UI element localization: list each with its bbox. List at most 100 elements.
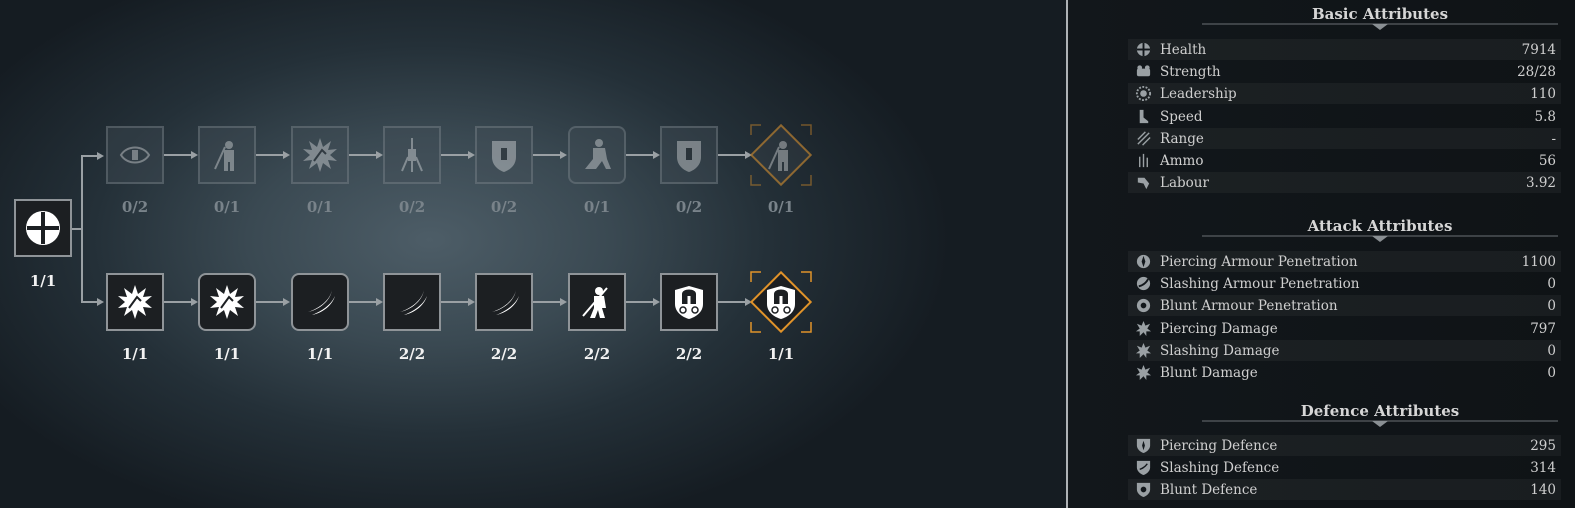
blunt-defence-icon [1131, 481, 1155, 499]
connector [164, 301, 191, 303]
top-skill-count-3: 0/1 [306, 198, 334, 216]
bottom-skill-node-7[interactable] [660, 273, 718, 331]
connector [256, 154, 283, 156]
attribute-label: Slashing Damage [1160, 342, 1280, 359]
attributes-panel [1068, 0, 1575, 508]
labour-icon [1131, 174, 1155, 192]
arrow-icon [376, 151, 383, 159]
health-icon [1131, 41, 1155, 59]
top-skill-node-1[interactable] [106, 126, 164, 184]
slash-icon [492, 290, 519, 315]
top-skill-node-2[interactable] [198, 126, 256, 184]
attribute-label: Piercing Defence [1160, 437, 1278, 454]
piercing-damage-icon [1131, 320, 1155, 338]
arrow-icon [283, 151, 290, 159]
top-skill-count-1: 0/2 [121, 198, 149, 216]
top-skill-node-5[interactable] [475, 126, 533, 184]
top-skill-node-8[interactable] [749, 123, 813, 187]
attribute-label: Ammo [1160, 152, 1204, 169]
section-divider [1202, 235, 1558, 242]
basic-attribute-row: Speed 5.8 [1128, 106, 1561, 127]
arrow-icon [97, 298, 104, 306]
attribute-label: Piercing Armour Penetration [1160, 253, 1358, 270]
top-skill-node-7[interactable] [660, 126, 718, 184]
attribute-value: 0 [1547, 297, 1556, 314]
attribute-value: - [1551, 130, 1556, 147]
attribute-value: 56 [1538, 152, 1556, 169]
ammo-icon [1131, 152, 1155, 170]
bottom-skill-node-5[interactable] [475, 273, 533, 331]
bottom-skill-node-6[interactable] [568, 273, 626, 331]
bottom-skill-count-7: 2/2 [675, 345, 703, 363]
bottom-skill-count-5: 2/2 [490, 345, 518, 363]
root-skill-count: 1/1 [29, 272, 57, 290]
bottom-skill-node-2[interactable] [198, 273, 256, 331]
bottom-skill-node-4[interactable] [383, 273, 441, 331]
leadership-icon [1131, 85, 1155, 103]
burst-icon [210, 285, 244, 319]
top-skill-count-8: 0/1 [767, 198, 795, 216]
connector [718, 301, 745, 303]
attribute-value: 5.8 [1534, 108, 1556, 125]
blunt-damage-icon [1131, 364, 1155, 382]
attribute-value: 0 [1547, 275, 1556, 292]
attribute-value: 797 [1530, 320, 1556, 337]
shield-soldier-icon [677, 141, 701, 172]
attack-attributes-title: Attack Attributes [1307, 217, 1453, 235]
slashing-damage-icon [1131, 342, 1155, 360]
attribute-value: 7914 [1521, 41, 1556, 58]
root-skill-node[interactable] [14, 199, 72, 257]
connector [256, 301, 283, 303]
attribute-label: Speed [1160, 108, 1203, 125]
bottom-skill-node-3[interactable] [291, 273, 349, 331]
attribute-label: Piercing Damage [1160, 320, 1278, 337]
connector [349, 301, 376, 303]
connector [164, 154, 191, 156]
arrow-icon [283, 298, 290, 306]
arrow-icon [745, 298, 752, 306]
attribute-value: 314 [1530, 459, 1556, 476]
slashing-defence-icon [1131, 459, 1155, 477]
top-skill-node-6[interactable] [568, 126, 626, 184]
shield-soldier-icon [492, 141, 516, 172]
attribute-value: 3.92 [1525, 174, 1556, 191]
bottom-skill-node-1[interactable] [106, 273, 164, 331]
range-icon [1131, 130, 1155, 148]
bottom-skill-node-8[interactable] [749, 270, 813, 334]
connector [81, 301, 97, 303]
top-skill-count-5: 0/2 [490, 198, 518, 216]
burst-icon [118, 285, 152, 319]
piercing-penetration-icon [1131, 253, 1155, 271]
arrow-icon [745, 151, 752, 159]
basic-attribute-row: Range - [1128, 128, 1561, 149]
soldier-spear-icon [214, 141, 234, 171]
top-skill-count-7: 0/2 [675, 198, 703, 216]
attribute-label: Blunt Armour Penetration [1160, 297, 1338, 314]
arrow-icon [191, 298, 198, 306]
connector [441, 154, 468, 156]
speed-icon [1131, 108, 1155, 126]
arrow-icon [560, 298, 567, 306]
section-divider [1202, 23, 1558, 30]
attribute-label: Range [1160, 130, 1204, 147]
cross-shield-icon [26, 211, 60, 245]
top-skill-node-4[interactable] [383, 126, 441, 184]
bottom-skill-count-3: 1/1 [306, 345, 334, 363]
connector [533, 301, 560, 303]
attack-attribute-row: Piercing Damage 797 [1128, 318, 1561, 339]
bottom-skill-count-1: 1/1 [121, 345, 149, 363]
slashing-penetration-icon [1131, 275, 1155, 293]
connector [81, 155, 97, 157]
attribute-label: Slashing Defence [1160, 459, 1280, 476]
attribute-label: Blunt Damage [1160, 364, 1258, 381]
top-skill-node-3[interactable] [291, 126, 349, 184]
burst-icon [303, 138, 337, 172]
helmet-shield-icon [767, 286, 795, 319]
connector [626, 301, 653, 303]
